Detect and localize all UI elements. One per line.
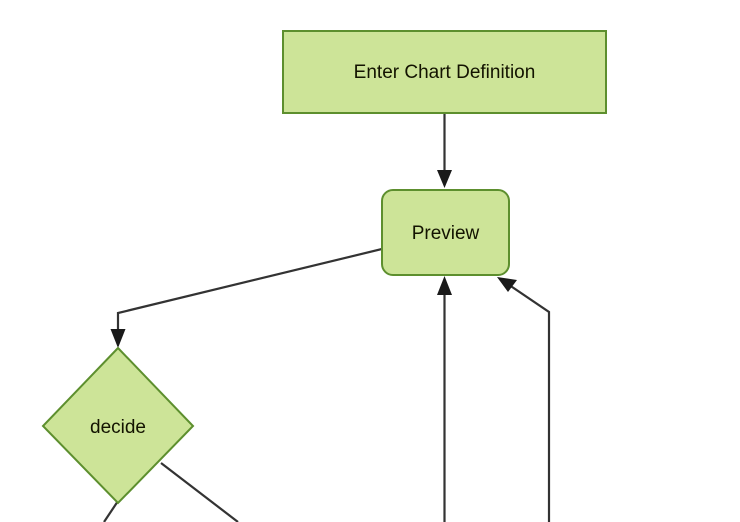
edge-decide-to-bottom-right[interactable]: [160, 462, 239, 522]
node-label-preview: Preview: [412, 223, 480, 244]
node-diamond: [41, 346, 195, 505]
node-decide[interactable]: decide: [41, 346, 195, 505]
node-label-enter-chart-definition: Enter Chart Definition: [354, 62, 536, 83]
edge-line: [116, 247, 383, 336]
edge-enter-to-preview[interactable]: [437, 113, 452, 188]
edge-line: [507, 283, 551, 522]
edges-layer: [103, 113, 551, 522]
nodes-layer: Enter Chart Definition Preview decide: [41, 30, 607, 505]
node-rect: [282, 30, 607, 114]
edge-line: [160, 462, 239, 522]
node-preview[interactable]: Preview: [381, 189, 510, 276]
arrowhead-down-icon: [437, 170, 452, 188]
edge-preview-to-decide[interactable]: [110, 247, 383, 348]
edge-line: [103, 500, 119, 522]
arrowhead-up-icon: [437, 276, 452, 295]
edge-bottom-center-to-preview[interactable]: [437, 276, 452, 522]
edge-decide-to-bottom-left[interactable]: [103, 500, 119, 522]
arrowhead-up-left-icon: [497, 277, 517, 292]
node-rounded-rect: [381, 189, 510, 276]
node-label-decide: decide: [90, 417, 146, 438]
node-enter-chart-definition[interactable]: Enter Chart Definition: [282, 30, 607, 114]
edge-bottom-right-to-preview[interactable]: [497, 277, 551, 522]
arrowhead-down-icon: [110, 329, 126, 348]
